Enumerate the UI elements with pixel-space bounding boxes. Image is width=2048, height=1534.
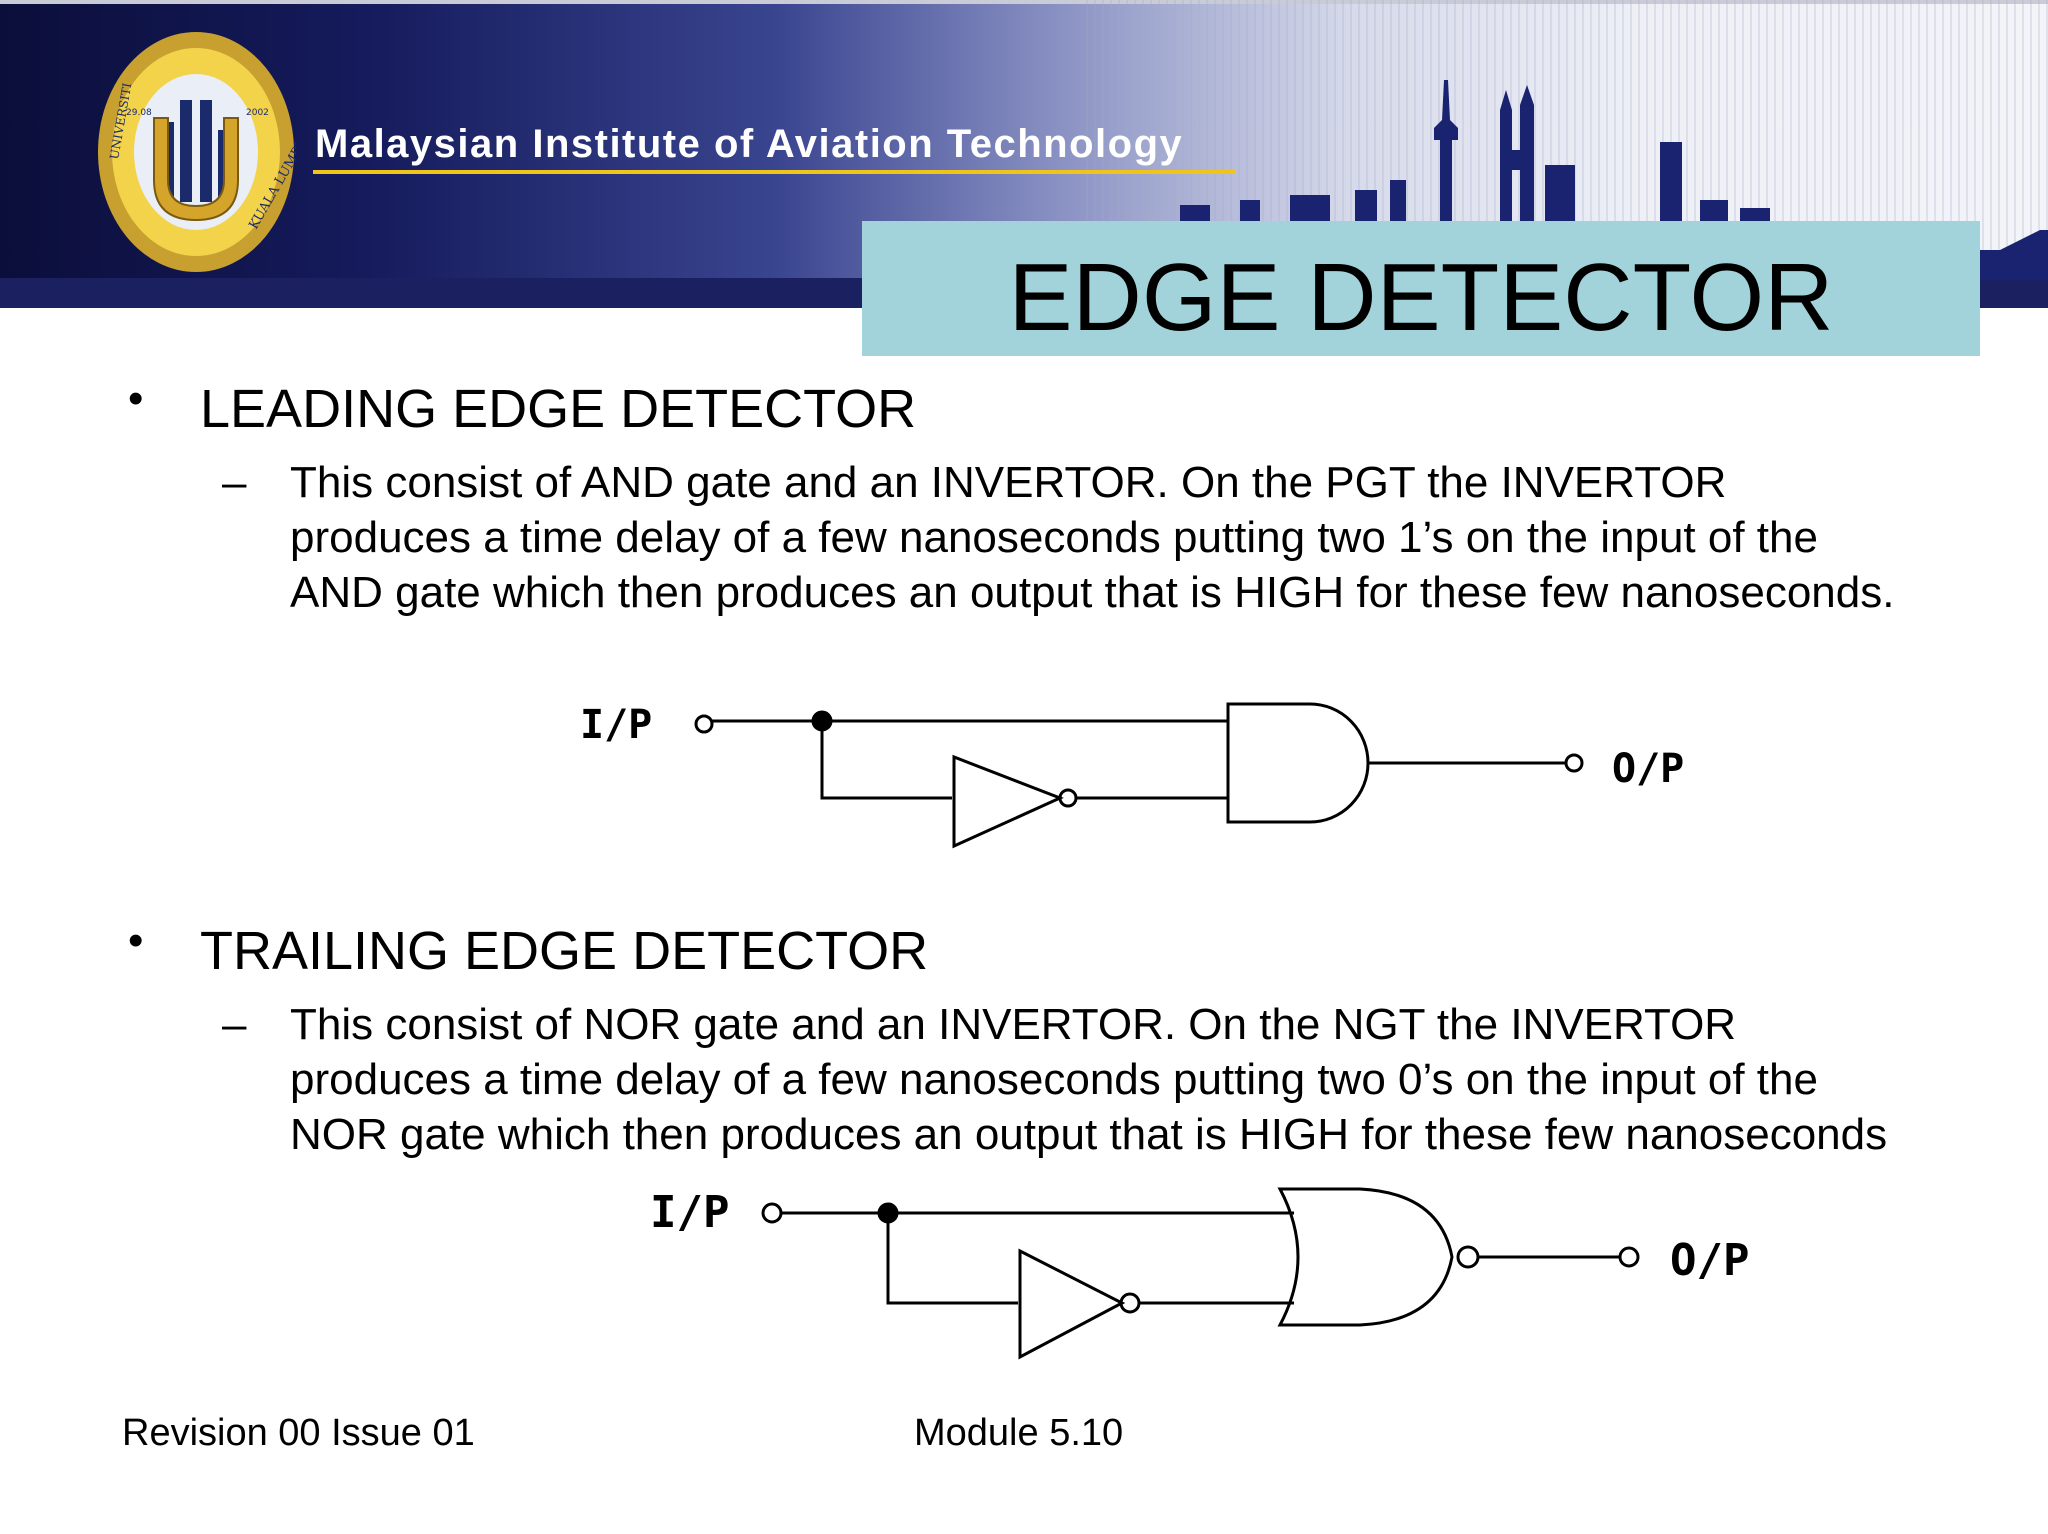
logo-date-right: 2002 [246, 108, 269, 118]
section-body-text: This consist of NOR gate and an INVERTOR… [290, 1000, 1888, 1159]
section-heading-text: TRAILING EDGE DETECTOR [200, 921, 929, 981]
output-terminal [1564, 753, 1584, 773]
city-skyline-graphic [1180, 80, 2048, 280]
input-terminal [694, 714, 714, 734]
dash-icon: – [222, 1000, 247, 1049]
section-heading-text: LEADING EDGE DETECTOR [200, 379, 917, 439]
output-label: O/P [1670, 1235, 1749, 1286]
wire [886, 1213, 1018, 1305]
institution-name: Malaysian Institute of Aviation Technolo… [315, 122, 1184, 166]
dash-icon: – [222, 458, 247, 507]
section-text-leading: – This consist of AND gate and an INVERT… [222, 455, 1910, 620]
section-body-text: This consist of AND gate and an INVERTOR… [290, 458, 1895, 617]
inverter-gate [952, 754, 1064, 849]
nor-bubble [1456, 1245, 1480, 1269]
input-label: I/P [580, 702, 652, 748]
nor-gate [1277, 1187, 1454, 1327]
bullet-icon: • [128, 916, 144, 965]
input-label: I/P [650, 1187, 729, 1238]
section-heading-leading: • LEADING EDGE DETECTOR [128, 374, 917, 440]
inverter-gate [1018, 1248, 1126, 1360]
slide-title: EDGE DETECTOR [1008, 244, 1834, 351]
output-terminal [1618, 1246, 1640, 1268]
trailing-edge-circuit: I/P O/P [650, 1187, 1749, 1360]
section-heading-trailing: • TRAILING EDGE DETECTOR [128, 916, 929, 982]
university-logo: UNIVERSITI KUALA LUMPUR 29.08 2002 [98, 32, 296, 272]
footer-revision: Revision 00 Issue 01 [122, 1412, 475, 1454]
leading-edge-circuit: I/P O/P [580, 702, 1684, 849]
output-label: O/P [1612, 746, 1684, 792]
footer-module: Module 5.10 [914, 1412, 1124, 1454]
institution-underline [313, 170, 1235, 174]
logo-date-left: 29.08 [126, 108, 152, 118]
and-gate [1226, 702, 1370, 824]
banner-top-line [0, 0, 2048, 4]
input-terminal [761, 1202, 783, 1224]
section-text-trailing: – This consist of NOR gate and an INVERT… [222, 997, 1910, 1162]
slide-title-box: EDGE DETECTOR [862, 221, 1980, 356]
wire [820, 721, 952, 800]
bullet-icon: • [128, 374, 144, 423]
